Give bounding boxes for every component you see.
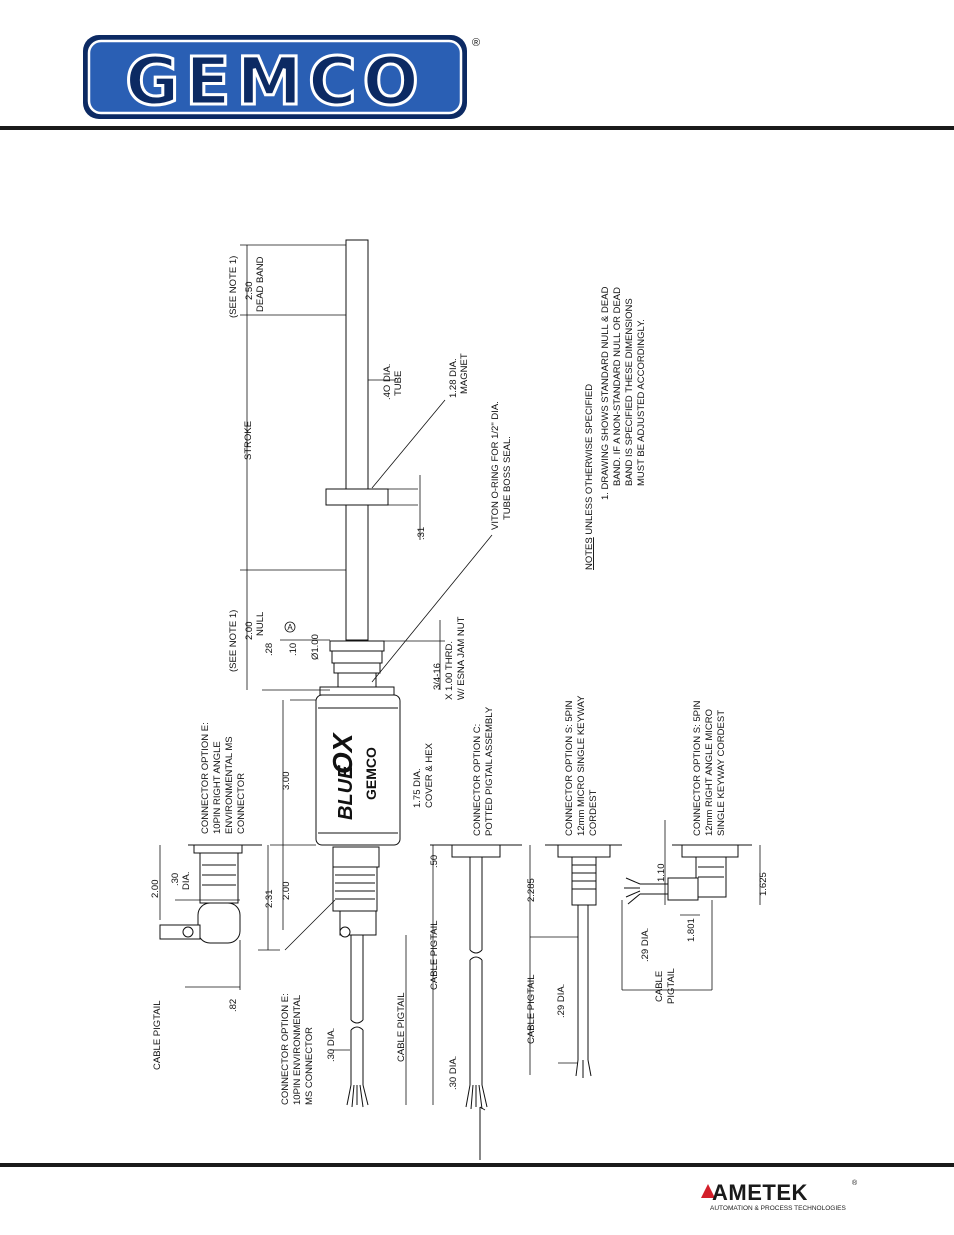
option-s-dia: .29 DIA. [556,984,567,1018]
option-s-pigtail: CABLE PIGTAIL [526,974,537,1044]
revision-mark: A [287,623,293,632]
option-e-ra-line1: CONNECTOR OPTION E: [200,722,211,834]
logo-text: GEMCO [125,43,424,120]
see-note-bottom: (SEE NOTE 1) [228,610,239,672]
gemco-logo: GEMCO ® [83,35,480,122]
cover-dia: 1.75 DIA. [412,768,423,808]
option-s-line3: CORDEST [588,789,599,836]
option-e-ra-dim-200: 2.00 [150,880,161,899]
option-c-line1: CONNECTOR OPTION C: [472,724,483,836]
note1-line3: BAND IS SPECIFIED THESE DIMENSIONS [624,298,635,486]
option-e-line1: CONNECTOR OPTION E: [280,993,291,1105]
option-s-ra-dim-110: 1.10 [656,864,667,883]
cover-hex: COVER & HEX [424,742,435,808]
null-value: 2.00 [244,622,255,641]
jam-nut-line1: 3/4-16 [432,663,443,690]
option-e-ra-line2: 10PIN RIGHT ANGLE [212,741,223,834]
option-s-ra-dia: .29 DIA. [640,928,651,962]
magnet-thickness: .31 [416,527,427,540]
revision-circle [284,621,296,633]
option-e-pigtail: CABLE PIGTAIL [396,992,407,1062]
notes-title: NOTES [584,537,595,570]
option-s-line2: 12mm MICRO SINGLE KEYWAY [576,695,587,836]
option-c-dia: .30 DIA. [448,1056,459,1090]
tube-dia: .4O DIA. [382,364,393,400]
dim-200-center: 2.00 [281,882,292,901]
option-s-ra-dim-1801: 1.801 [686,918,697,942]
option-e-ra-line4: CONNECTOR [236,773,247,834]
option-s-ra-dim-1625: 1.625 [758,872,769,896]
sensor-tube [345,239,369,641]
null-label: NULL [255,612,266,636]
ametek-registered: ® [852,1180,858,1187]
dia-100: Ø1.00 [310,634,321,660]
notes-intro: : UNLESS OTHERWISE SPECIFIED [584,384,595,540]
option-s-line1: CONNECTOR OPTION S: 5PIN [564,700,575,836]
ametek-wordmark: AMETEK [712,1180,808,1205]
option-e-ra-line3: ENVIRONMENTAL MS [224,736,235,834]
option-s-ra-pigtail2: PIGTAIL [666,968,677,1004]
ms-connector-right-angle [199,852,239,904]
option-e-ra-pigtail: CABLE PIGTAIL [152,1000,163,1070]
technical-drawing: A BLUE OX GEMCO (SEE NOTE 1) 2.50 DEAD B… [150,239,769,1160]
note1-line1: 1. DRAWING SHOWS STANDARD NULL & DEAD [600,286,611,500]
ametek-logo: AMETEK ® AUTOMATION & PROCESS TECHNOLOGI… [700,1180,860,1220]
cover-brand-ox: OX [327,731,358,774]
option-s-ra-line1: CONNECTOR OPTION S: 5PIN [692,700,703,836]
option-s-ra-line3: SINGLE KEYWAY CORDEST [716,710,727,836]
option-e-ra-dim-30: .30 [170,873,181,886]
option-s-dim-2285: 2.285 [526,878,537,902]
registered-mark: ® [472,37,480,49]
jam-nut-line2: X 1.00 THRD. [444,641,455,700]
dim-231: 2.31 [264,890,275,909]
dim-10: .10 [288,643,299,656]
dim-300: 3.00 [281,772,292,791]
magnet-dia: 1.28 DIA. [448,358,459,398]
ametek-tagline: AUTOMATION & PROCESS TECHNOLOGIES [710,1205,846,1212]
cover-brand-gemco: GEMCO [363,747,379,800]
option-e-dia: .30 DIA. [326,1028,337,1062]
option-e-line2: 10PIN ENVIRONMENTAL [292,995,303,1105]
note1-line4: MUST BE ADJUSTED ACCORDINGLY. [636,319,647,486]
option-s-ra-pigtail1: CABLE [654,971,665,1002]
magnet-label: MAGNET [459,353,470,394]
note1-line2: BAND. IF A NON-STANDARD NULL OR DEAD [612,287,623,486]
ms-connector-straight [332,866,378,912]
option-s-ra-line2: 12mm RIGHT ANGLE MICRO [704,709,715,836]
cover-brand-blue: BLUE [335,765,357,820]
jam-nut-line3: W/ ESNA JAM NUT [456,616,467,700]
option-c-pigtail: CABLE PIGTAIL [429,920,440,990]
dead-band-value: 2.50 [244,282,255,301]
option-e-ra-dim-dia: DIA. [181,872,192,890]
stroke-label: STROKE [243,421,254,460]
footer-rule [0,1163,954,1167]
dim-28: .28 [264,643,275,656]
option-c-dim-50: .50 [429,855,440,868]
sensor-cover [315,694,401,846]
potted-pigtail [451,844,501,858]
oring-line2: TUBE BOSS SEAL. [502,436,513,520]
option-e-line3: MS CONNECTOR [304,1027,315,1105]
tube-label: TUBE [393,371,404,396]
ametek-triangle-icon [701,1184,715,1198]
option-c-line2: POTTED PIGTAIL ASSEMBLY [484,706,495,836]
dead-band-label: DEAD BAND [255,256,266,312]
jam-nut [329,640,385,652]
see-note-top: (SEE NOTE 1) [228,256,239,318]
header-rule [0,126,954,130]
option-e-ra-dim-82: .82 [228,999,239,1012]
oring-line1: VITON O-RING FOR 1/2" DIA. [490,401,501,530]
magnet-ring [325,488,389,506]
